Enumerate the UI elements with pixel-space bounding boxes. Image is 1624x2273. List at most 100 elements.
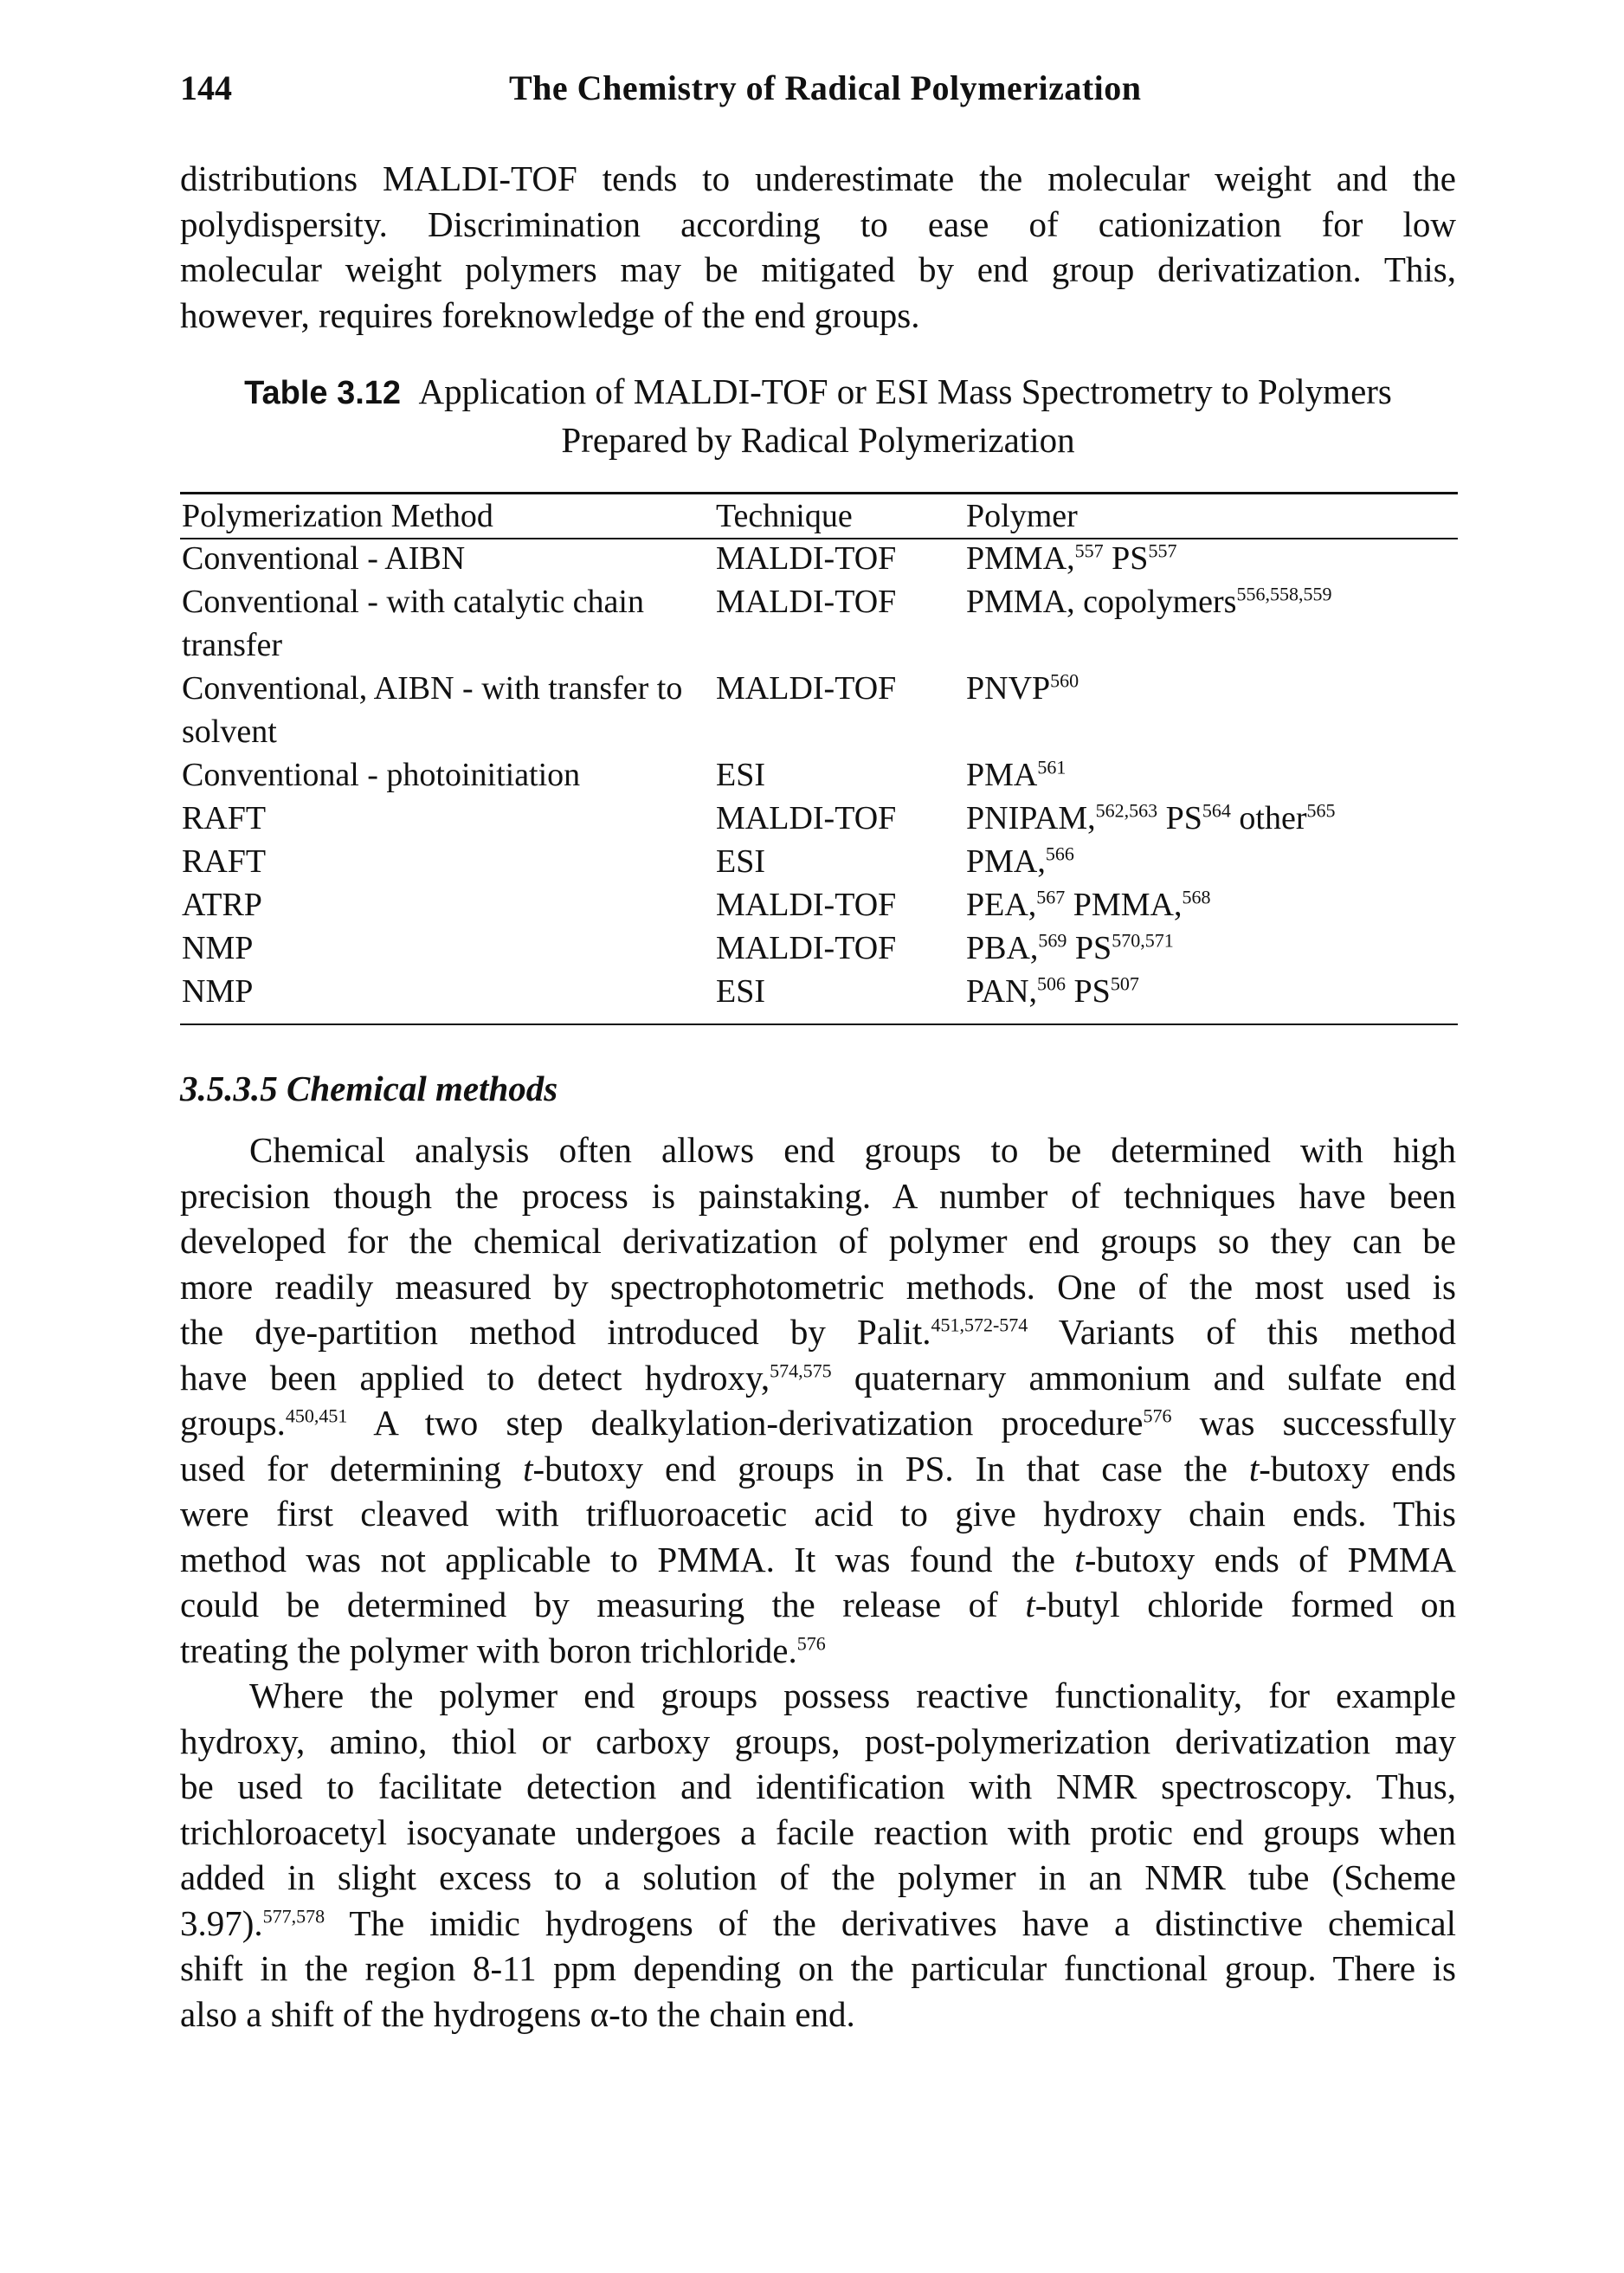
italic-text: t [1025, 1585, 1035, 1624]
citation-superscript: 576 [1143, 1404, 1172, 1427]
text-run: PMMA, [1065, 887, 1183, 923]
page-number: 144 [180, 68, 232, 107]
table-row: Conventional - with catalytic chain tran… [180, 580, 1458, 667]
citation-superscript: 576 [796, 1631, 826, 1654]
polymer-cell: PAN,506 PS507 [964, 970, 1458, 1013]
text-line: 3.97).577,578 The imidic hydrogens of th… [180, 1901, 1456, 1947]
text-run: PBA, [966, 930, 1039, 966]
body-paragraph-1: Chemical analysis often allows end group… [180, 1127, 1456, 1673]
citation-superscript: 564 [1202, 799, 1231, 822]
citation-superscript: 570,571 [1112, 929, 1174, 952]
column-header: Polymer [966, 498, 1078, 534]
table-caption-title-cont: Prepared by Radical Polymerization [561, 420, 1075, 460]
text-run: also a shift of the hydrogens α-to the c… [180, 1993, 855, 2034]
text-run: trichloroacetyl isocyanate undergoes a f… [180, 1811, 1456, 1852]
text-line: were first cleaved with trifluoroacetic … [180, 1491, 1456, 1537]
table-bottom-rule [180, 1023, 1458, 1025]
text-line: precision though the process is painstak… [180, 1173, 1456, 1219]
technique-cell: MALDI-TOF [716, 584, 897, 620]
method-cell: Conventional - with catalytic chain tran… [182, 584, 644, 663]
text-run: be used to facilitate detection and iden… [180, 1766, 1456, 1806]
citation-superscript: 451,572-574 [931, 1314, 1028, 1336]
text-line: used for determining t-butoxy end groups… [180, 1446, 1456, 1492]
text-line: be used to facilitate detection and iden… [180, 1764, 1456, 1810]
text-run: used for determining [180, 1448, 524, 1488]
technique-cell: ESI [716, 973, 765, 1010]
text-run: Where the polymer end groups possess rea… [249, 1676, 1456, 1715]
text-run: PMA [966, 757, 1038, 793]
column-header: Technique [716, 498, 853, 534]
citation-superscript: 574,575 [770, 1359, 832, 1381]
text-line: developed for the chemical derivatizatio… [180, 1218, 1456, 1264]
text-run: PNIPAM, [966, 800, 1096, 836]
citation-superscript: 568 [1182, 886, 1211, 908]
text-line: could be determined by measuring the rel… [180, 1582, 1456, 1628]
text-line: method was not applicable to PMMA. It wa… [180, 1537, 1456, 1583]
section-heading: 3.5.3.5 Chemical methods [180, 1069, 558, 1108]
method-cell: ATRP [182, 887, 262, 923]
text-run: PNVP [966, 670, 1051, 707]
polymer-cell: PBA,569 PS570,571 [964, 927, 1458, 970]
text-run: -butoxy end groups in PS. In that case t… [532, 1448, 1249, 1488]
citation-superscript: 557 [1074, 539, 1104, 562]
text-run: PS [1157, 800, 1202, 836]
text-run: added in slight excess to a solution of … [180, 1857, 1456, 1897]
polymer-cell: PMA,566 [964, 840, 1458, 883]
citation-superscript: 565 [1306, 799, 1336, 822]
polymer-cell: PMMA,557 PS557 [964, 537, 1458, 580]
technique-cell: MALDI-TOF [716, 670, 897, 707]
citation-superscript: 569 [1038, 929, 1067, 952]
citation-superscript: 577,578 [262, 1904, 325, 1927]
text-run: 3.97). [180, 1902, 263, 1943]
italic-text: t [1074, 1539, 1085, 1579]
technique-cell: ESI [716, 843, 765, 880]
text-line: polydispersity. Discrimination according… [180, 203, 1456, 244]
text-run: could be determined by measuring the rel… [180, 1585, 1026, 1624]
citation-superscript: 562,563 [1095, 799, 1158, 822]
citation-superscript: 557 [1148, 539, 1177, 562]
text-run: PMMA, [966, 540, 1075, 577]
text-run: quaternary ammonium and sulfate end [831, 1357, 1456, 1398]
method-cell: NMP [182, 930, 254, 966]
text-run: PMMA, copolymers [966, 584, 1237, 620]
text-line: treating the polymer with boron trichlor… [180, 1628, 1456, 1674]
polymer-cell: PNVP560 [964, 667, 1458, 753]
technique-cell: MALDI-TOF [716, 540, 897, 577]
citation-superscript: 567 [1036, 886, 1066, 908]
text-run: PAN, [966, 973, 1038, 1010]
method-cell: Conventional, AIBN - with transfer to so… [182, 670, 683, 750]
text-line: added in slight excess to a solution of … [180, 1855, 1456, 1901]
method-cell: RAFT [182, 843, 267, 880]
polymer-cell: PNIPAM,562,563 PS564 other565 [964, 797, 1458, 840]
table-caption-label: Table 3.12 [244, 375, 402, 411]
text-run: -butyl chloride formed on [1034, 1585, 1456, 1624]
text-run: Chemical analysis often allows end group… [249, 1130, 1456, 1170]
citation-superscript: 507 [1110, 972, 1139, 995]
citation-superscript: 506 [1037, 972, 1067, 995]
citation-superscript: 561 [1037, 756, 1067, 778]
text-line: hydroxy, amino, thiol or carboxy groups,… [180, 1719, 1456, 1765]
polymer-cell: PMA561 [964, 753, 1458, 797]
text-run: groups. [180, 1403, 286, 1443]
table-header-rule [180, 538, 1458, 539]
text-run: developed for the chemical derivatizatio… [180, 1221, 1456, 1261]
text-line: distributions MALDI-TOF tends to underes… [180, 158, 1456, 198]
text-run: -butoxy ends of PMMA [1084, 1539, 1456, 1579]
text-line: more readily measured by spectrophotomet… [180, 1264, 1456, 1310]
text-line: shift in the region 8-11 ppm depending o… [180, 1946, 1456, 1992]
running-title: The Chemistry of Radical Polymerization [509, 68, 1142, 107]
technique-cell: MALDI-TOF [716, 930, 897, 966]
table-row: Conventional, AIBN - with transfer to so… [180, 667, 1458, 753]
table-header-row: Polymerization Method Technique Polymer [180, 495, 1458, 537]
text-line: however, requires foreknowledge of the e… [180, 294, 920, 335]
technique-cell: ESI [716, 757, 765, 793]
intro-paragraph: distributions MALDI-TOF tends to underes… [180, 156, 1456, 338]
text-run: precision though the process is painstak… [180, 1175, 1456, 1216]
text-run: PMA, [966, 843, 1046, 880]
data-table: Polymerization Method Technique Polymer … [180, 495, 1458, 1013]
